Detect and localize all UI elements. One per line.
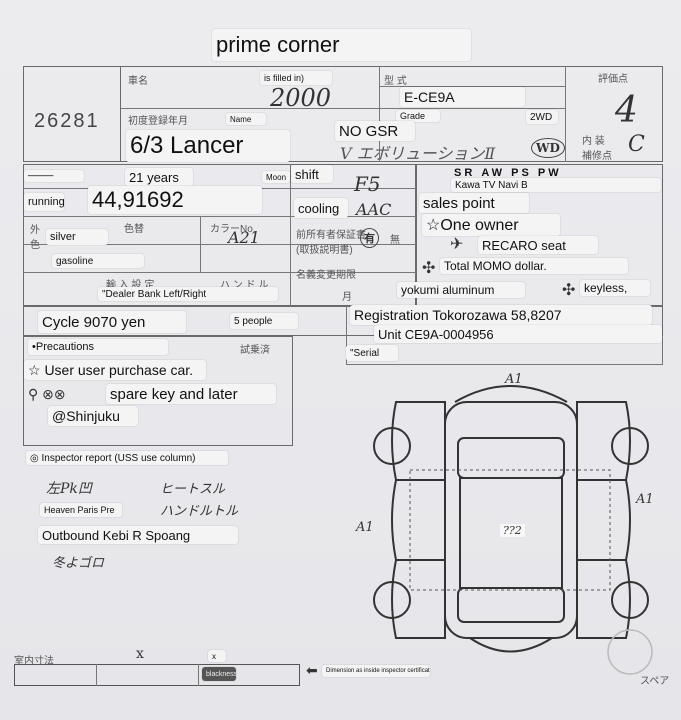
- page-title: prime corner: [212, 29, 471, 61]
- color-value: silver: [46, 229, 108, 245]
- mark-right: A1: [636, 492, 654, 507]
- test-drive-label: 試乗済: [240, 345, 270, 356]
- mark-front: A1: [505, 372, 523, 387]
- inspector-handwriting-2: ヒートスル: [160, 482, 226, 497]
- exterior-label: 外色: [30, 225, 40, 251]
- color-code: A21: [228, 228, 260, 247]
- moon-label: Moon: [262, 171, 290, 183]
- momo-dollar: Total MOMO dollar.: [440, 258, 628, 274]
- aluminum-wheels: yokumi aluminum: [397, 282, 525, 298]
- name-change-label: 名義変更期限: [296, 270, 356, 281]
- vehicle-name: 6/3 Lancer: [126, 130, 290, 162]
- inside-dimension-label: 室内寸法: [14, 656, 54, 667]
- momo-mark-icon: ✣: [422, 260, 436, 277]
- registration-value: Registration Tokorozawa 58,8207: [350, 305, 652, 325]
- name-label: Name: [226, 113, 266, 125]
- handwritten-model-name: V エボリューションⅡ: [340, 144, 496, 163]
- inspector-handwriting-1: 左Pk凹: [46, 481, 92, 497]
- ac-circle: 有: [360, 228, 379, 248]
- dealer-note: "Dealer Bank Left/Right: [98, 287, 278, 301]
- fuel-type: gasoline: [52, 254, 144, 268]
- badge-ps: PS: [511, 167, 532, 179]
- keyless-mark-icon: ✣: [562, 282, 576, 299]
- sales-point-label: sales point: [419, 193, 529, 213]
- displacement-value: 2000: [270, 84, 332, 112]
- month-label: 月: [342, 292, 352, 303]
- footer-x-box: x: [208, 650, 226, 662]
- inspector-handwriting-4: 冬よゴロ: [52, 556, 105, 571]
- lot-box: [23, 66, 121, 162]
- inspector-line-2: Outbound Kebi R Spoang: [38, 526, 238, 544]
- grade-label: Grade: [396, 110, 440, 122]
- model-header-label: 車名: [128, 76, 148, 87]
- first-reg-label: 初度登録年月: [128, 116, 188, 127]
- filled-in-note: is filled in): [260, 71, 332, 85]
- badge-aw: AW: [481, 167, 506, 179]
- kawa-tv: Kawa TV Navi B: [451, 178, 661, 192]
- keyless: keyless,: [580, 280, 650, 296]
- precaution-line-3: @Shinjuku: [48, 406, 138, 426]
- ac-label: 前所有者保証書(取扱説明書): [296, 230, 366, 256]
- color-no-label: カラーNo.: [210, 224, 256, 235]
- import-label: 輸 入 設 定: [106, 280, 155, 291]
- model-code: E-CE9A: [400, 87, 525, 107]
- running-label: running: [24, 193, 64, 211]
- inspector-line-1: Heaven Paris Pre: [40, 503, 122, 517]
- grade-value: NO GSR: [335, 121, 415, 141]
- cooling-value: AAC: [356, 200, 392, 219]
- spare-key-icon: ⚲ ⊗⊗: [28, 386, 66, 402]
- cycle-value: Cycle 9070 yen: [38, 311, 186, 333]
- color-label: 色替: [124, 224, 144, 235]
- mileage-value: 44,91692: [88, 186, 262, 214]
- unit-value: Unit CE9A-0004956: [374, 325, 662, 343]
- badge-pw: PW: [537, 167, 562, 179]
- ac-none: 無: [390, 235, 400, 246]
- registration-row: [23, 306, 663, 336]
- inspector-label: ◎ Inspector report (USS use column): [26, 451, 228, 465]
- mark-left: A1: [356, 520, 374, 535]
- score-value: 4: [615, 90, 638, 131]
- inspection-label: ━━━━━━: [24, 170, 84, 182]
- interior-grade: C: [628, 132, 645, 157]
- blackness-label: blackness: [202, 667, 236, 681]
- one-owner: ☆One owner: [422, 214, 560, 236]
- shift-label: shift: [291, 165, 333, 183]
- serial-label: "Serial: [346, 345, 398, 361]
- footer-bar: [14, 664, 300, 686]
- drive-circle-mark: WD: [531, 138, 565, 158]
- interior-label: 内 装補修点: [582, 136, 612, 162]
- recaro-seat: RECARO seat: [478, 236, 598, 254]
- precaution-line-1: ☆ User user purchase car.: [24, 360, 206, 380]
- footer-x-mark: x: [136, 646, 144, 662]
- badge-sr: SR: [454, 167, 476, 179]
- lot-number: 26281: [34, 109, 100, 132]
- equipment-badges: SR AW PS PW: [450, 166, 660, 180]
- shift-value: F5: [354, 172, 381, 196]
- drive-type: 2WD: [526, 110, 558, 124]
- arrow-left-icon: ⬅: [306, 662, 318, 678]
- score-label: 評価点: [598, 74, 628, 85]
- shape-label: 型 式: [384, 76, 407, 87]
- dimension-note: Dimension as inside inspector certificat…: [322, 665, 430, 677]
- mark-roof: ??2: [500, 524, 525, 537]
- years-value: 21 years: [125, 168, 193, 186]
- middle-info-block: [23, 164, 416, 306]
- steering-label: ハ ン ド ル: [220, 280, 269, 291]
- capacity-value: 5 people: [230, 313, 298, 329]
- spare-label: スペア: [640, 676, 670, 687]
- precautions-block: [23, 336, 293, 446]
- precautions-label: •Precautions: [28, 339, 168, 355]
- recaro-mark-icon: ✈: [450, 236, 464, 253]
- precaution-line-2: spare key and later: [106, 384, 276, 404]
- inspector-handwriting-3: ハンドルトル: [160, 504, 239, 519]
- cooling-label: cooling: [294, 198, 348, 218]
